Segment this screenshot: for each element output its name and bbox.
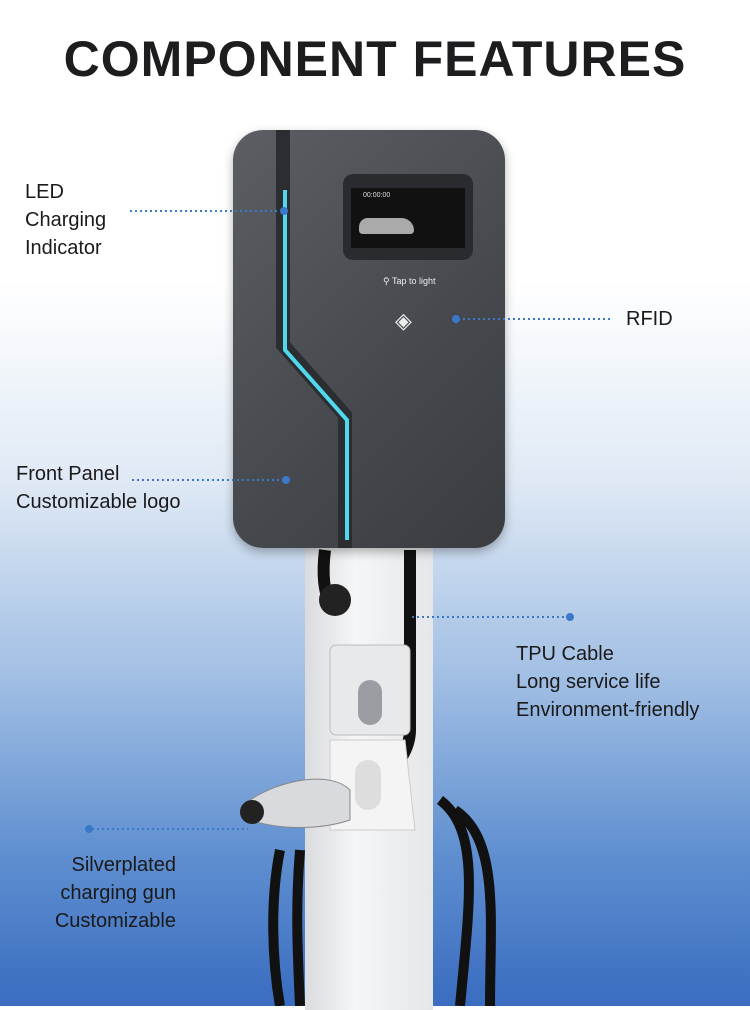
led-line-1: LED (25, 181, 64, 203)
cable-line-2: Long service life (516, 671, 661, 693)
cable-line-3: Environment-friendly (516, 699, 700, 721)
tap-hint-text: Tap to light (391, 276, 436, 286)
display-screen[interactable]: 00:00:00 (343, 174, 473, 260)
gun-line-3: Customizable (54, 910, 176, 932)
lcd: 00:00:00 (351, 188, 465, 248)
panel-line-1: Front Panel (16, 463, 120, 485)
page-title: COMPONENT FEATURES (63, 31, 687, 87)
rfid-icon: ◈ (395, 308, 412, 333)
car-icon (359, 218, 414, 234)
led-line-2: Charging (25, 209, 107, 231)
feature-cable: TPU Cable Long service life Environment-… (516, 640, 699, 724)
rfid-line-1: RFID (626, 308, 673, 330)
led-strip (276, 130, 352, 548)
panel-line-2: Customizable logo (16, 491, 181, 513)
gun-line-2: charging gun (60, 882, 176, 904)
led-line-3: Indicator (25, 237, 102, 259)
feature-gun: Silverplated charging gun Customizable (40, 851, 176, 935)
charger-body: 00:00:00 ⚲ Tap to light ◈ (233, 130, 505, 548)
feature-panel: Front Panel Customizable logo (16, 460, 181, 516)
tap-hint: ⚲ Tap to light (383, 276, 436, 286)
cable-line-1: TPU Cable (516, 643, 614, 665)
feature-led: LED Charging Indicator (25, 178, 106, 262)
gun-line-1: Silverplated (71, 854, 176, 876)
screen-time: 00:00:00 (363, 192, 391, 199)
feature-rfid: RFID (626, 305, 673, 333)
